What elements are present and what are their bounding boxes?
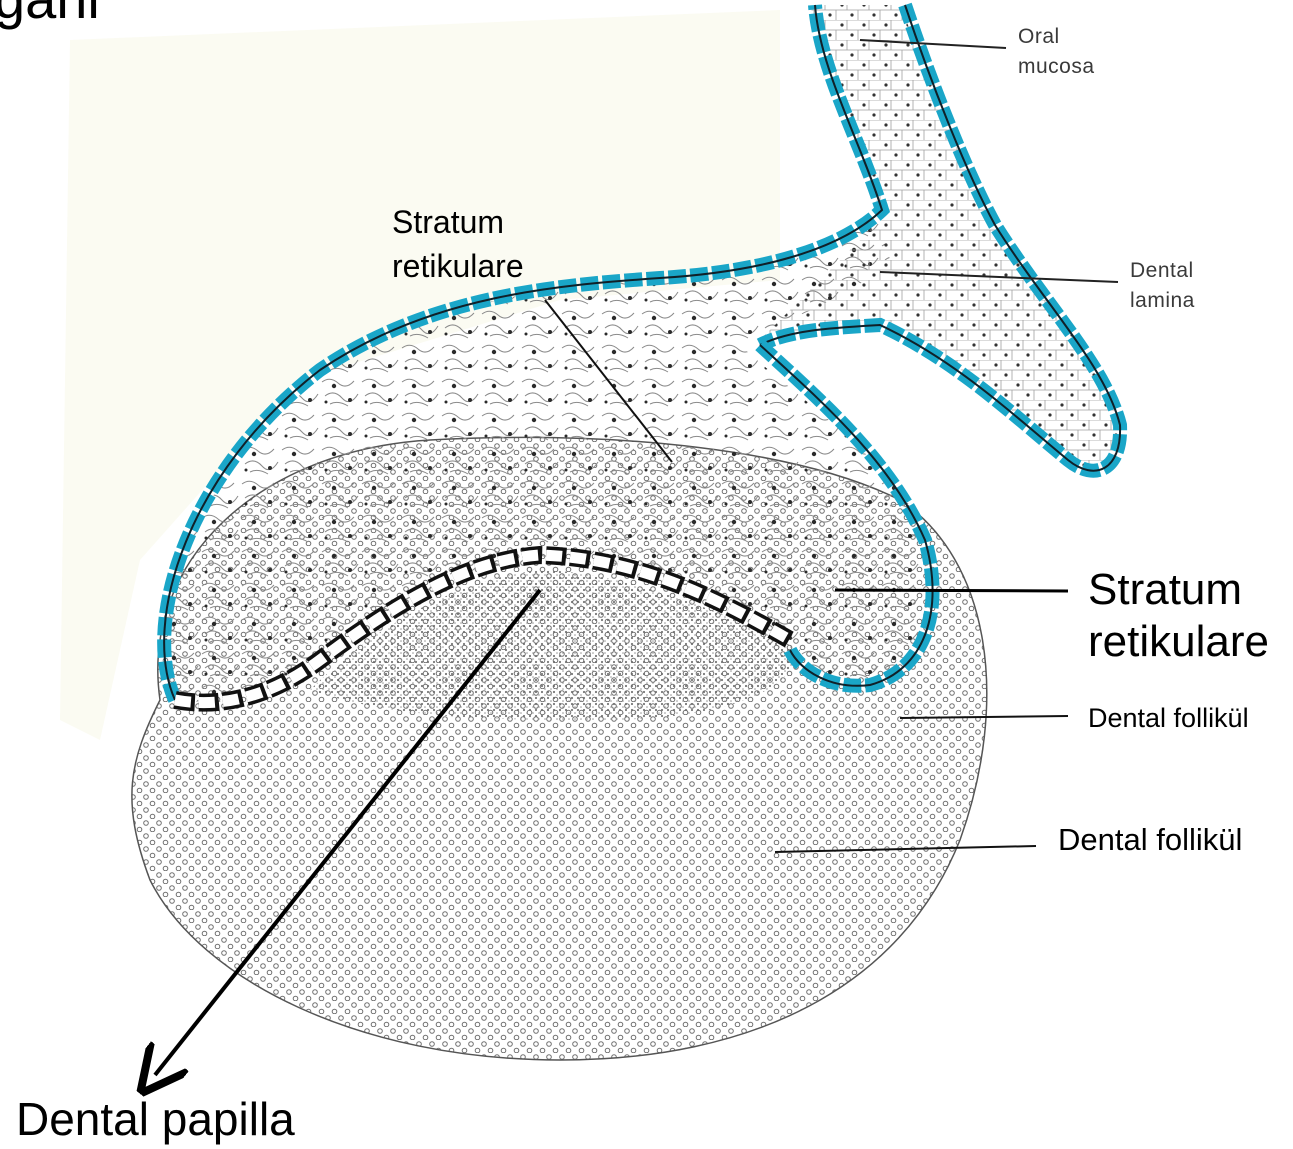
label-stratum-retikulare-right: Stratum retikulare (1088, 564, 1269, 668)
label-stratum-right-line1: Stratum (1088, 564, 1269, 616)
label-dental-follikul-2: Dental follikül (1058, 822, 1242, 858)
label-stratum-top-line1: Stratum (392, 200, 524, 244)
label-dental-follikul-1: Dental follikül (1088, 703, 1249, 734)
label-stratum-top-line2: retikulare (392, 244, 524, 288)
label-oral-mucosa-line1: Oral (1018, 22, 1095, 52)
label-dental-lamina-line2: lamina (1130, 286, 1195, 316)
label-oral-mucosa: Oral mucosa (1018, 22, 1095, 82)
label-dental-papilla: Dental papilla (16, 1092, 295, 1146)
label-dental-lamina: Dental lamina (1130, 256, 1195, 316)
label-stratum-right-line2: retikulare (1088, 616, 1269, 668)
label-oral-mucosa-line2: mucosa (1018, 52, 1095, 82)
label-dental-lamina-line1: Dental (1130, 256, 1195, 286)
slide-title-fragment: gani (0, 0, 100, 31)
leader-stratum-right (835, 590, 1068, 591)
label-stratum-retikulare-top: Stratum retikulare (392, 200, 524, 288)
